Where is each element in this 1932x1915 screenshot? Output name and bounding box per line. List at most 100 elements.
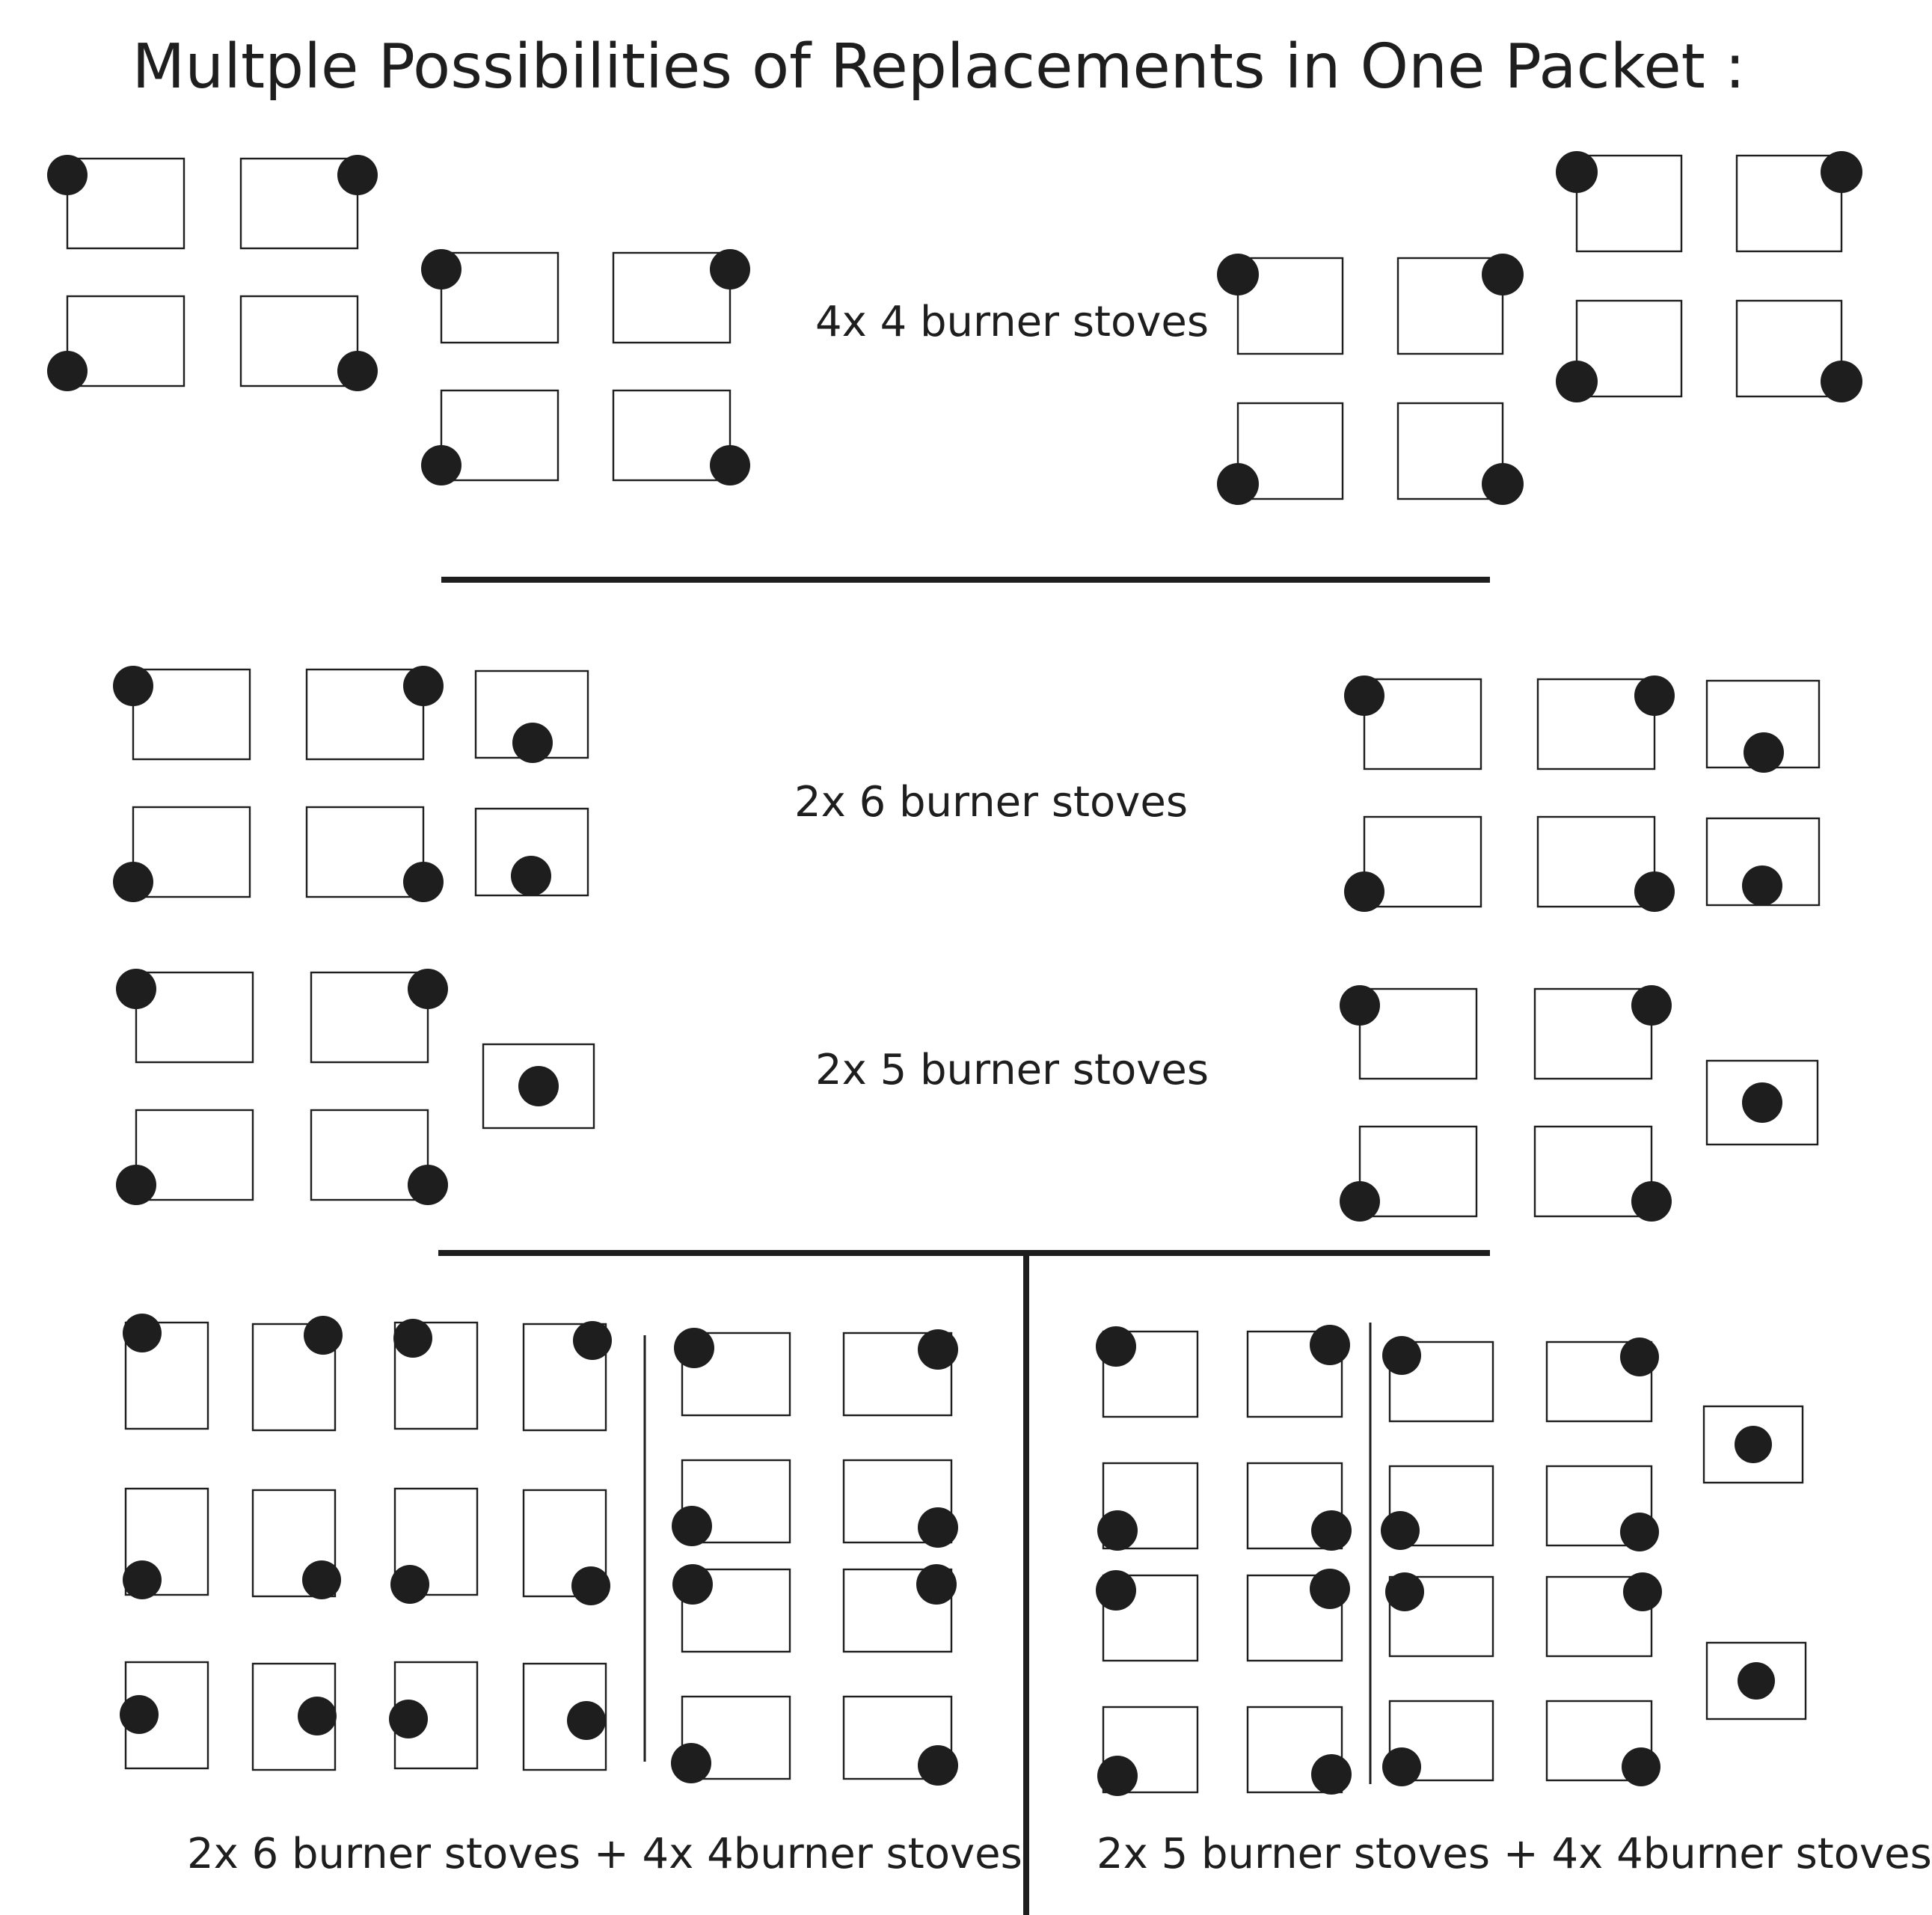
control-knob [1556,151,1598,193]
burner-square [1246,1330,1343,1418]
burner-square [1575,299,1683,398]
control-knob [120,1695,159,1734]
burner-square [681,1568,791,1653]
burner-square [681,1332,791,1417]
control-knob [116,1165,156,1205]
control-knob [1622,1747,1660,1786]
burner-square [842,1568,953,1653]
control-knob [518,1066,559,1106]
burner-square [1705,1059,1819,1146]
burner-square [440,251,559,344]
burner-square [239,295,359,387]
control-knob [1385,1572,1424,1611]
burner-square [135,971,254,1064]
control-knob [916,1564,957,1605]
control-knob [918,1745,958,1786]
control-knob [1340,985,1380,1026]
burner-square [1388,1465,1494,1547]
burner-square [1533,987,1653,1080]
burner-square [251,1323,337,1432]
control-knob [1735,1426,1772,1463]
control-knob [393,1319,432,1358]
control-knob [390,1565,429,1604]
divider-lines [438,577,1490,1915]
burner-square [393,1487,479,1596]
control-knob [403,862,444,902]
control-knob [302,1560,341,1599]
control-knob [1744,732,1784,773]
burner-square [842,1695,953,1780]
control-knob [1381,1511,1420,1550]
section-label-four-burner: 4x 4 burner stoves [815,298,1209,346]
burner-square [612,389,732,482]
control-knob [1340,1181,1380,1222]
control-knob [113,666,153,706]
burner-square [1388,1700,1494,1782]
burner-square [1246,1706,1343,1794]
burner-square [1545,1575,1653,1658]
burner-square [124,1321,209,1430]
burner-square [310,1109,429,1201]
burner-square [1246,1574,1343,1662]
burner-square [132,806,251,898]
burner-squares [66,154,1843,1794]
burner-square [842,1459,953,1544]
burner-square [681,1459,791,1544]
burner-square [482,1043,595,1130]
burner-square [522,1662,607,1771]
control-knobs [47,151,1862,1796]
burner-square [1363,678,1482,770]
burner-square [1536,815,1656,908]
burner-square [1358,987,1478,1080]
control-knob [1738,1662,1775,1700]
control-knob [1556,361,1598,402]
control-knob [1742,1082,1782,1123]
burner-square [132,668,251,761]
burner-square [1545,1340,1653,1423]
control-knob [671,1743,711,1783]
control-knob [421,249,461,289]
control-knob [113,862,153,902]
burner-square [1236,257,1344,355]
burner-square [1246,1462,1343,1550]
control-knob [710,249,750,289]
control-knob [674,1328,714,1368]
control-knob [672,1564,713,1605]
control-knob [304,1316,343,1355]
burner-square [1236,402,1344,500]
burner-square [612,251,732,344]
control-knob [1310,1569,1350,1609]
control-knob [918,1329,958,1370]
burner-square [66,295,185,387]
burner-square [1735,299,1843,398]
control-knob [1344,871,1384,912]
control-knob [298,1697,337,1735]
burner-square [1102,1462,1199,1550]
control-knob [1634,675,1675,716]
section-label-five-burner: 2x 5 burner stoves [815,1046,1209,1094]
control-knob [1634,871,1675,912]
section-label-six-plus-four: 2x 6 burner stoves + 4x 4burner stoves [187,1830,1022,1878]
control-knob [337,155,378,195]
burner-square [66,157,185,250]
burner-square [1705,1641,1807,1721]
burner-square [1735,154,1843,253]
control-knob [1097,1756,1138,1796]
burner-square [522,1323,607,1432]
control-knob [571,1566,610,1605]
burner-square [251,1489,337,1598]
control-knob [1217,463,1259,505]
control-knob [1311,1754,1352,1795]
control-knob [1631,985,1672,1026]
control-knob [1821,361,1862,402]
control-knob [1742,865,1782,906]
burner-square [1102,1330,1199,1418]
control-knob [1382,1336,1421,1375]
control-knob [421,445,461,485]
control-knob [123,1314,162,1352]
control-knob [1096,1570,1136,1611]
burner-square [393,1321,479,1430]
control-knob [47,351,88,391]
control-knob [389,1700,428,1738]
